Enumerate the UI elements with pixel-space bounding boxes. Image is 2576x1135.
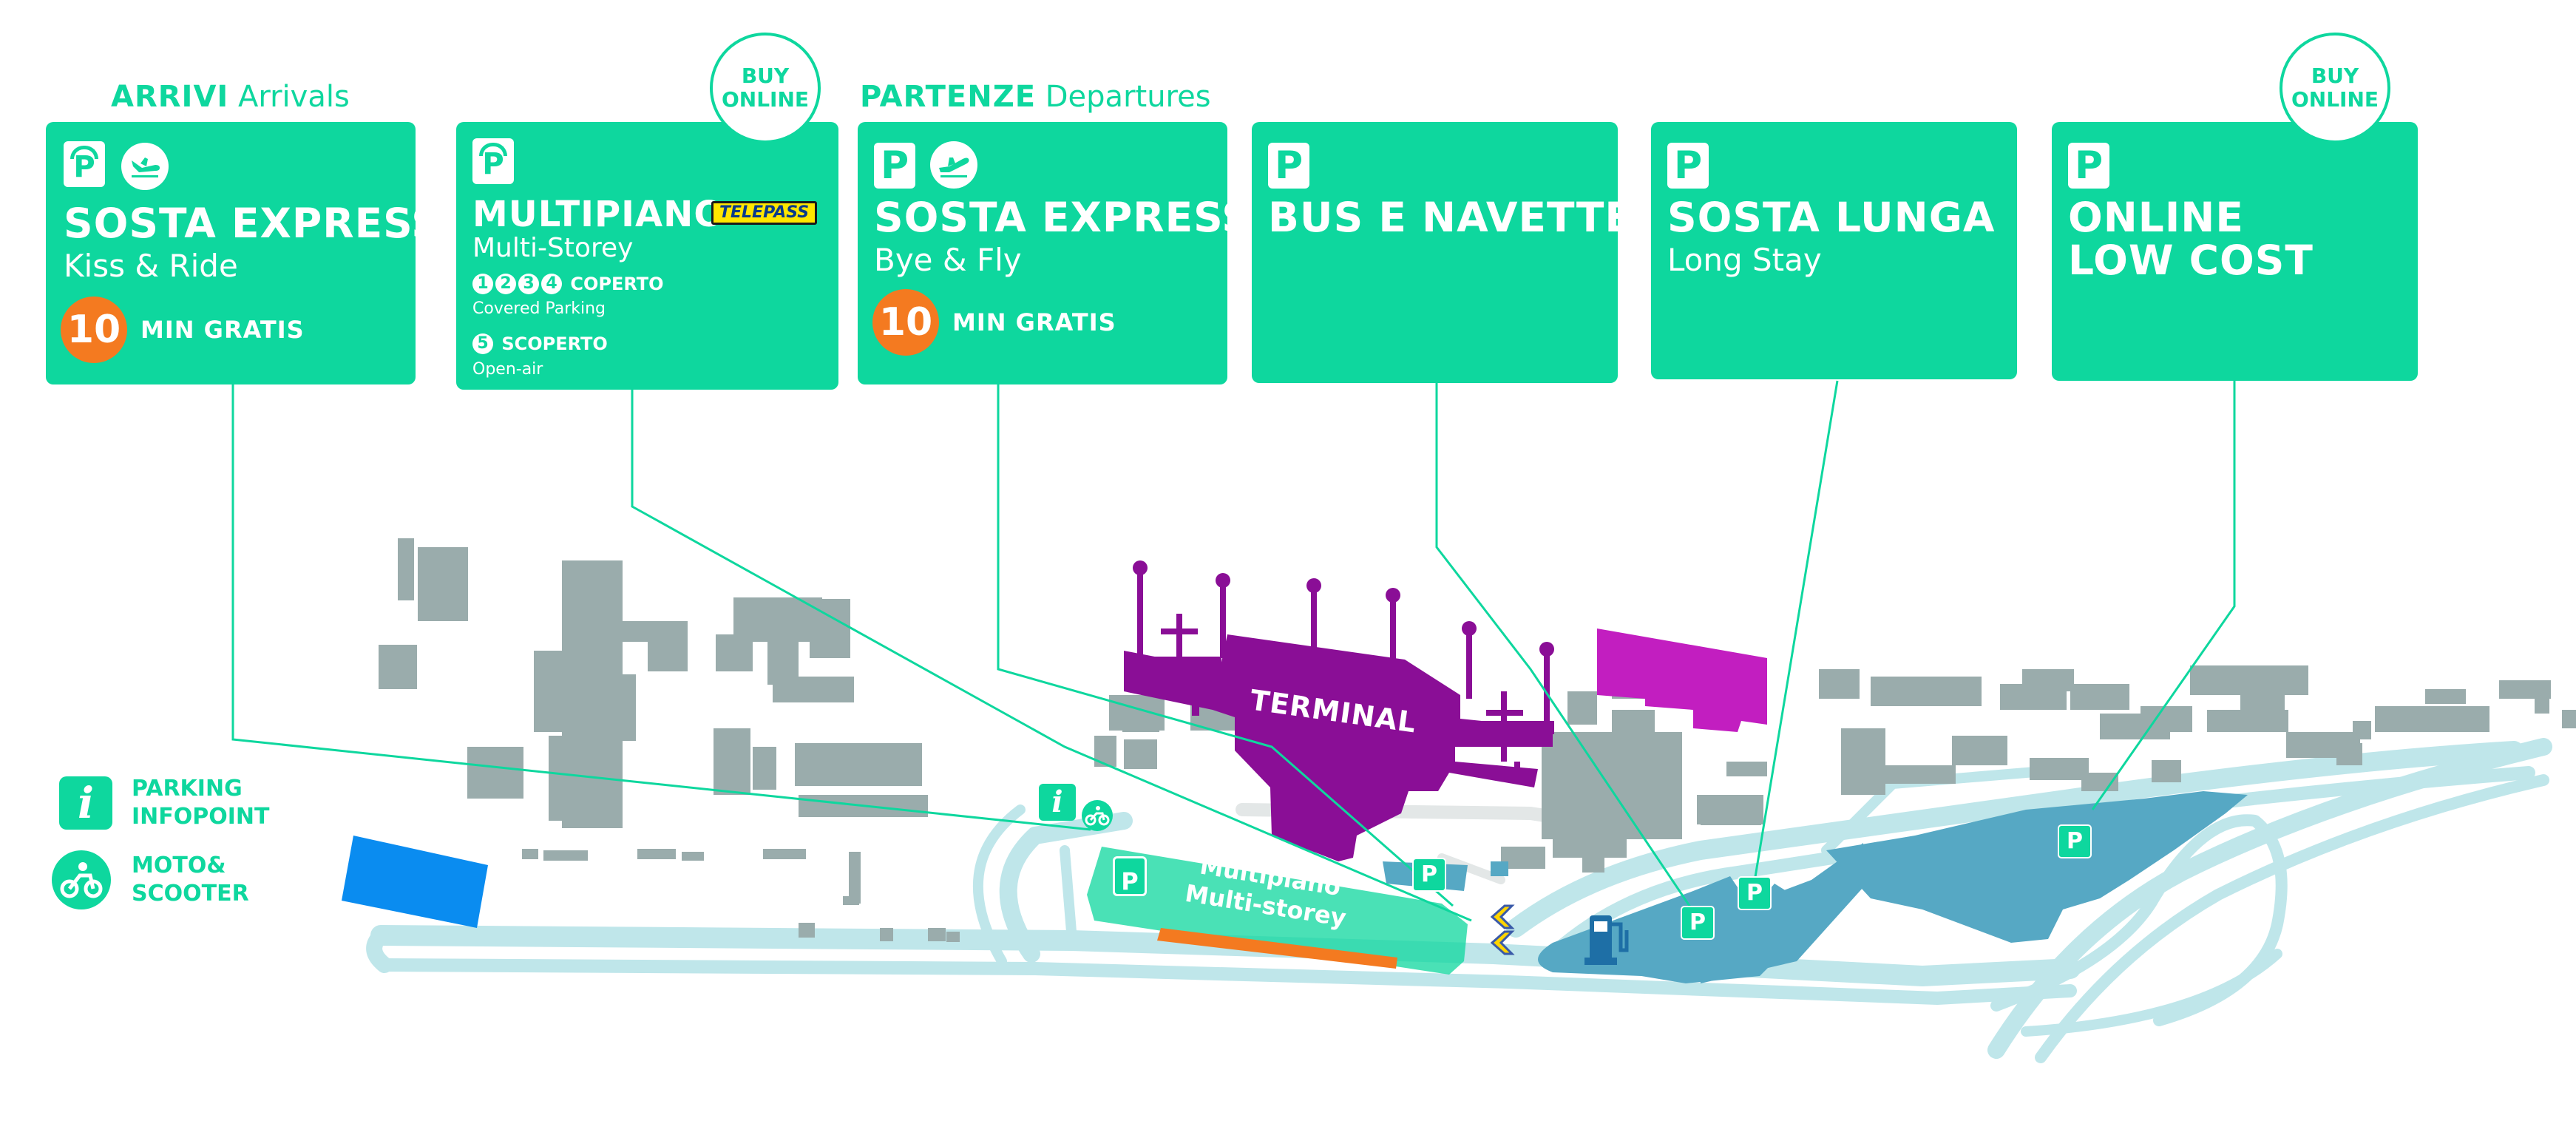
- card-online-low-cost[interactable]: P ONLINE LOW COST: [2052, 122, 2418, 381]
- callout-leader-lines: [231, 380, 2236, 922]
- buy-online-badge-low-cost[interactable]: BUY ONLINE: [2280, 33, 2390, 143]
- open-label-it: SCOPERTO: [501, 333, 608, 354]
- surrounding-buildings: [379, 538, 2576, 942]
- card-subtitle: Long Stay: [1667, 242, 1822, 278]
- multipiano-structure: [1087, 847, 1468, 975]
- arrivals-heading: ARRIVI Arrivals: [111, 80, 350, 114]
- card-sosta-express-arrivals[interactable]: P SOSTA EXPRESS Kiss & Ride 10 MIN GRATI…: [46, 122, 441, 384]
- open-label-en: Open-air: [472, 360, 543, 379]
- parking-p-icon: P: [1667, 143, 1709, 189]
- map-parking-marker-low-cost[interactable]: P: [2058, 824, 2092, 858]
- buy-online-line2: ONLINE: [2291, 87, 2379, 112]
- parking-p-icon: P: [2068, 143, 2109, 189]
- plane-landing-icon: [121, 143, 169, 190]
- card-subtitle: Bye & Fly: [874, 242, 1022, 278]
- entrance-chevrons-icon: [1490, 904, 1515, 955]
- info-icon: i: [77, 778, 95, 828]
- plane-takeoff-icon: [930, 141, 977, 189]
- arrivals-heading-en: Arrivals: [238, 80, 350, 114]
- covered-parking-icon: P: [472, 138, 514, 184]
- building-magenta: [1597, 629, 1767, 732]
- legend-moto-icon: [52, 850, 111, 909]
- floor-number: 4: [541, 274, 562, 294]
- card-title-line2: LOW COST: [2068, 237, 2314, 284]
- covered-label-en: Covered Parking: [472, 299, 606, 318]
- floor-number: 3: [518, 274, 539, 294]
- free-minutes-badge: 10: [872, 289, 939, 356]
- map-parking-marker-label: P: [1689, 909, 1706, 935]
- scooter-icon: [60, 862, 103, 898]
- buy-online-line1: BUY: [741, 64, 790, 88]
- buy-online-line2: ONLINE: [721, 87, 810, 112]
- map-parking-marker-bus[interactable]: P: [1412, 858, 1446, 892]
- arrivals-heading-it: ARRIVI: [111, 80, 229, 114]
- card-title: SOSTA EXPRESS: [64, 200, 441, 247]
- map-parking-marker-label: P: [1121, 867, 1139, 895]
- floor-number: 2: [495, 274, 516, 294]
- buy-online-line1: BUY: [2311, 64, 2359, 88]
- parking-p-icon: P: [874, 143, 915, 189]
- legend-moto-label: MOTO& SCOOTER: [132, 853, 249, 907]
- telepass-badge: TELEPASS: [711, 201, 818, 225]
- card-subtitle: Kiss & Ride: [64, 248, 238, 284]
- departures-heading-it: PARTENZE: [860, 80, 1037, 114]
- card-sosta-express-departures[interactable]: P SOSTA EXPRESS Bye & Fly 10 MIN GRATIS: [858, 122, 1251, 384]
- floor-number: 5: [472, 333, 493, 354]
- covered-label-it: COPERTO: [570, 274, 664, 294]
- fuel-station-icon: [1584, 915, 1629, 965]
- departures-heading-en: Departures: [1045, 80, 1211, 114]
- legend-infopoint-icon: i: [59, 776, 112, 830]
- map-parking-marker-multipiano[interactable]: P: [1113, 856, 1147, 896]
- card-title: BUS E NAVETTE: [1268, 194, 1633, 241]
- map-parking-marker-label: P: [1746, 880, 1763, 906]
- scooter-icon: [1085, 806, 1110, 826]
- departures-heading: PARTENZE Departures: [860, 80, 1211, 114]
- map-parking-marker-label: P: [1421, 861, 1437, 887]
- card-subtitle: Multi-Storey: [472, 233, 634, 263]
- open-floor: 5 SCOPERTO: [472, 333, 608, 354]
- map-parking-marker-label: P: [2067, 828, 2083, 854]
- card-title: SOSTA EXPRESS: [874, 194, 1252, 241]
- parking-p-icon: P: [1268, 143, 1309, 189]
- buy-online-badge-multipiano[interactable]: BUY ONLINE: [710, 33, 821, 143]
- card-bus-navette[interactable]: P BUS E NAVETTE: [1252, 122, 1633, 383]
- card-title: MULTIPIANO: [472, 194, 725, 235]
- info-icon: i: [1051, 785, 1063, 819]
- building-blue: [342, 836, 488, 928]
- card-title-line1: ONLINE: [2068, 194, 2244, 241]
- legend-infopoint-label: PARKING INFOPOINT: [132, 776, 270, 830]
- terminal-building: [1124, 560, 1554, 861]
- map-parking-marker-long-stay-2[interactable]: P: [1738, 876, 1772, 910]
- free-minutes-label: MIN GRATIS: [952, 308, 1116, 336]
- floor-number: 1: [472, 274, 493, 294]
- free-minutes-label: MIN GRATIS: [140, 316, 305, 344]
- map-infopoint-marker[interactable]: i: [1039, 784, 1076, 821]
- card-sosta-lunga[interactable]: P SOSTA LUNGA Long Stay: [1651, 122, 2017, 379]
- covered-parking-icon: P: [64, 141, 105, 187]
- map-moto-marker[interactable]: [1082, 800, 1113, 831]
- map-parking-marker-long-stay-1[interactable]: P: [1681, 906, 1715, 940]
- free-minutes-badge: 10: [61, 297, 127, 363]
- card-title: SOSTA LUNGA: [1667, 194, 1996, 241]
